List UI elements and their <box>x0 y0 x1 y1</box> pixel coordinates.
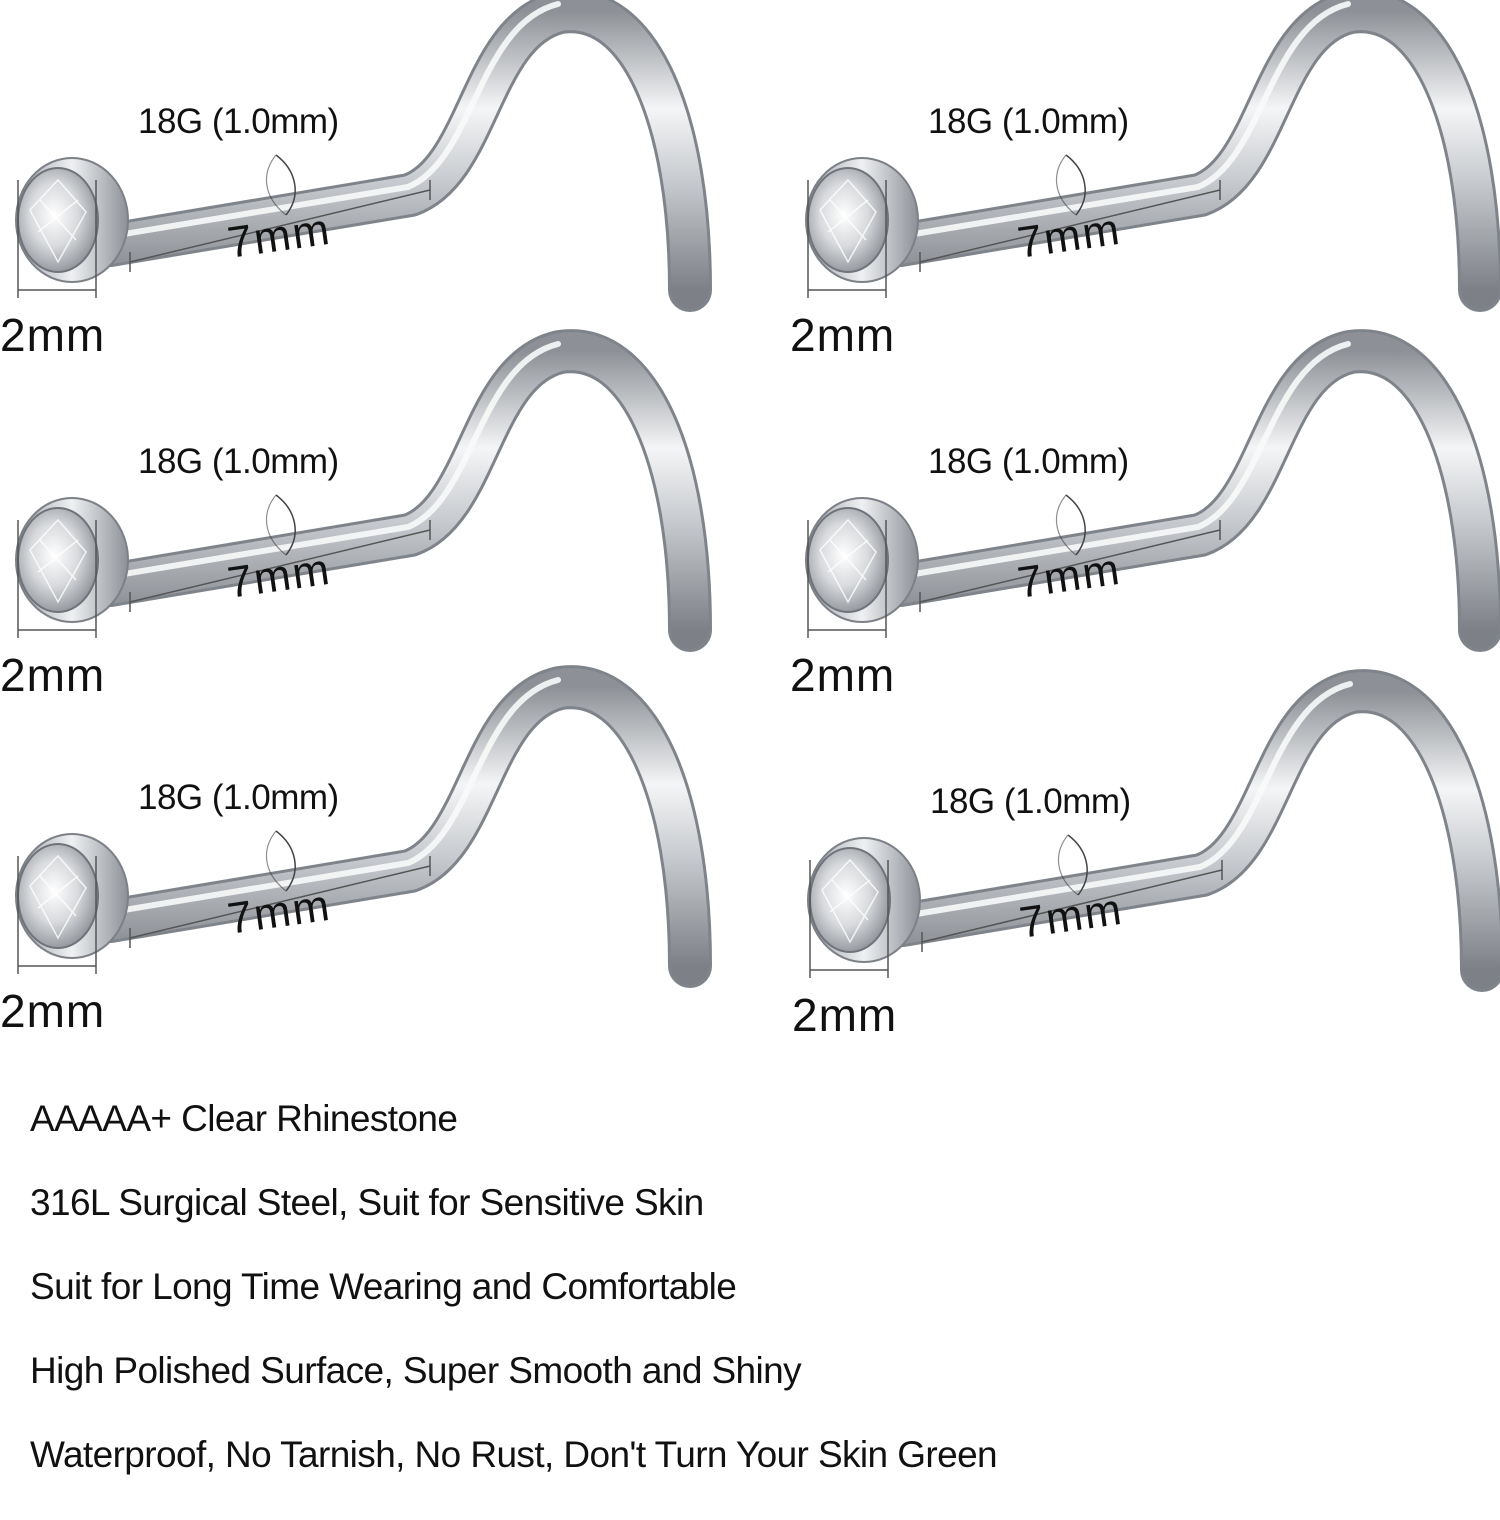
gauge-label: 18G (1.0mm) <box>928 102 1129 141</box>
head-size-label: 2mm <box>0 985 106 1037</box>
nose-stud-illustration <box>805 0 1500 312</box>
gauge-label: 18G (1.0mm) <box>930 782 1131 821</box>
feature-item: AAAAA+ Clear Rhinestone <box>30 1098 458 1139</box>
nose-stud-3: 18G (1.0mm) 7mm 2mm <box>0 329 760 698</box>
gauge-label: 18G (1.0mm) <box>138 102 339 141</box>
nose-stud-illustration <box>807 669 1500 992</box>
nose-stud-illustration <box>805 329 1500 652</box>
gauge-label: 18G (1.0mm) <box>928 442 1129 481</box>
head-size-label: 2mm <box>790 309 896 361</box>
head-size-label: 2mm <box>790 649 896 701</box>
feature-item: Suit for Long Time Wearing and Comfortab… <box>30 1266 737 1307</box>
feature-item: Waterproof, No Tarnish, No Rust, Don't T… <box>30 1434 998 1475</box>
nose-stud-6: 18G (1.0mm) 7mm 2mm <box>792 669 1500 1038</box>
head-size-label: 2mm <box>792 989 898 1041</box>
nose-stud-1: 18G (1.0mm) 7mm 2mm <box>0 0 760 358</box>
nose-stud-4: 18G (1.0mm) 7mm 2mm <box>790 329 1500 698</box>
gauge-label: 18G (1.0mm) <box>138 778 339 817</box>
gauge-label: 18G (1.0mm) <box>138 442 339 481</box>
nose-stud-illustration <box>15 665 712 988</box>
nose-stud-5: 18G (1.0mm) 7mm 2mm <box>0 665 760 1034</box>
feature-item: 316L Surgical Steel, Suit for Sensitive … <box>30 1182 704 1223</box>
head-size-label: 2mm <box>0 649 106 701</box>
feature-item: High Polished Surface, Super Smooth and … <box>30 1350 802 1391</box>
nose-stud-illustration <box>15 329 712 652</box>
nose-stud-2: 18G (1.0mm) 7mm 2mm <box>790 0 1500 358</box>
head-size-label: 2mm <box>0 309 106 361</box>
nose-stud-illustration <box>15 0 712 312</box>
feature-list: AAAAA+ Clear Rhinestone 316L Surgical St… <box>30 1098 998 1520</box>
